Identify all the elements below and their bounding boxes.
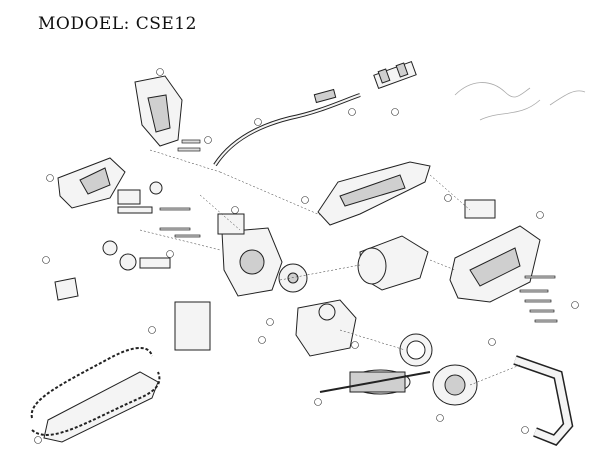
sprocket-cover — [174, 301, 211, 351]
model-title: MODOEL: CSE12 — [38, 14, 197, 34]
plug — [373, 60, 417, 90]
saw-chain — [30, 347, 161, 436]
leader-lines — [139, 149, 521, 386]
callout-markers — [34, 68, 579, 444]
fasteners-right — [519, 275, 558, 323]
side-cover — [57, 157, 126, 209]
front-handle — [513, 355, 574, 446]
guide-bar — [43, 371, 159, 443]
small-parts-left — [117, 181, 201, 238]
armature — [319, 369, 431, 395]
faint-plug-sketch — [454, 82, 586, 121]
brush-plate — [464, 199, 496, 219]
motor-body — [357, 235, 429, 291]
motor-cover — [295, 299, 357, 357]
rear-handle — [134, 75, 183, 147]
power-cord — [213, 88, 361, 167]
gearbox-housing — [217, 213, 283, 297]
screw-row-top — [177, 139, 201, 152]
main-housing-upper — [317, 161, 431, 226]
gear-wheel — [278, 263, 308, 293]
gear-shaft — [54, 240, 171, 301]
fan-ring — [399, 333, 433, 367]
main-housing-right — [449, 225, 541, 303]
stator — [432, 364, 478, 406]
